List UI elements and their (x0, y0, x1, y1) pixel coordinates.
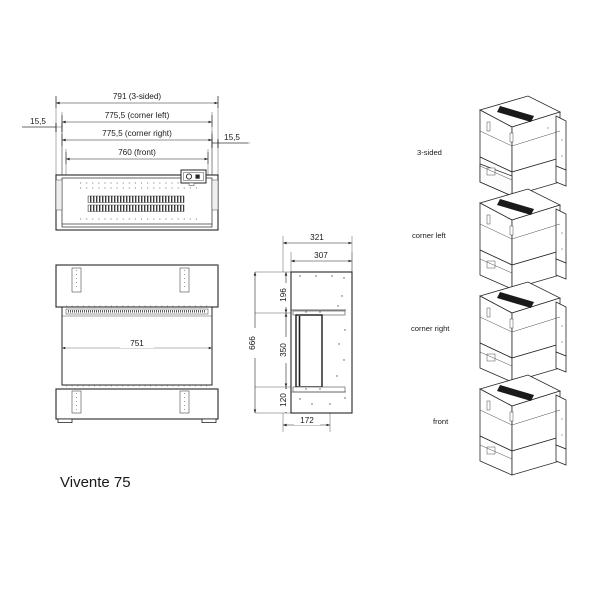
dim-321: 321 (283, 231, 352, 245)
dim-172: 172 (283, 414, 330, 427)
page-title: Vivente 75 (60, 474, 131, 491)
dim-791-label: 791 (3-sided) (113, 92, 162, 101)
dim-775-5-corner-right: 775,5 (corner right) (61, 127, 213, 146)
isometric-view-corner-left: corner left (412, 188, 567, 290)
side-view-group: 321 307 666 196 350 120 (248, 231, 353, 432)
dim-666: 666 (248, 272, 259, 413)
isometric-label-front: front (433, 417, 449, 426)
dim-196: 196 (279, 272, 291, 313)
isometric-view-front: front (433, 374, 567, 476)
front-view-group: 751 (55, 264, 219, 423)
dim-120-label: 120 (279, 393, 288, 407)
dim-307: 307 (291, 249, 352, 263)
side-view-body (290, 271, 353, 414)
isometric-view-corner-right: corner right (411, 281, 567, 383)
dim-196-label: 196 (279, 288, 288, 302)
dim-775-5-corner-right-label: 775,5 (corner right) (102, 129, 172, 138)
dim-666-label: 666 (248, 336, 257, 350)
dim-120: 120 (279, 387, 291, 413)
isometric-label-corner-left: corner left (412, 231, 447, 240)
dim-751-label: 751 (130, 339, 144, 348)
dim-760-front-label: 760 (front) (118, 148, 156, 157)
dim-offset-right-label: 15,5 (224, 133, 240, 142)
dim-350-label: 350 (279, 343, 288, 357)
dim-775-5-corner-left-label: 775,5 (corner left) (105, 111, 170, 120)
top-view-group: 791 (3-sided) 775,5 (corner left) 775,5 … (22, 90, 250, 231)
dim-172-label: 172 (300, 416, 314, 425)
isometric-label-corner-right: corner right (411, 324, 450, 333)
control-box (180, 169, 207, 186)
isometric-label-3-sided: 3-sided (417, 148, 442, 157)
top-view-body (55, 169, 219, 231)
dim-775-5-corner-left: 775,5 (corner left) (61, 109, 213, 127)
dim-offset-left-label: 15,5 (30, 117, 46, 126)
dim-760-front: 760 (front) (65, 146, 209, 164)
dim-offset-left: 15,5 (22, 117, 63, 132)
isometric-view-3-sided: 3-sided (417, 95, 567, 197)
dim-791: 791 (3-sided) (55, 90, 219, 108)
dim-321-label: 321 (310, 233, 324, 242)
dim-offset-right: 15,5 (211, 133, 248, 148)
dim-307-label: 307 (314, 251, 328, 260)
dim-350: 350 (279, 313, 291, 387)
dim-751: 751 (62, 337, 212, 350)
